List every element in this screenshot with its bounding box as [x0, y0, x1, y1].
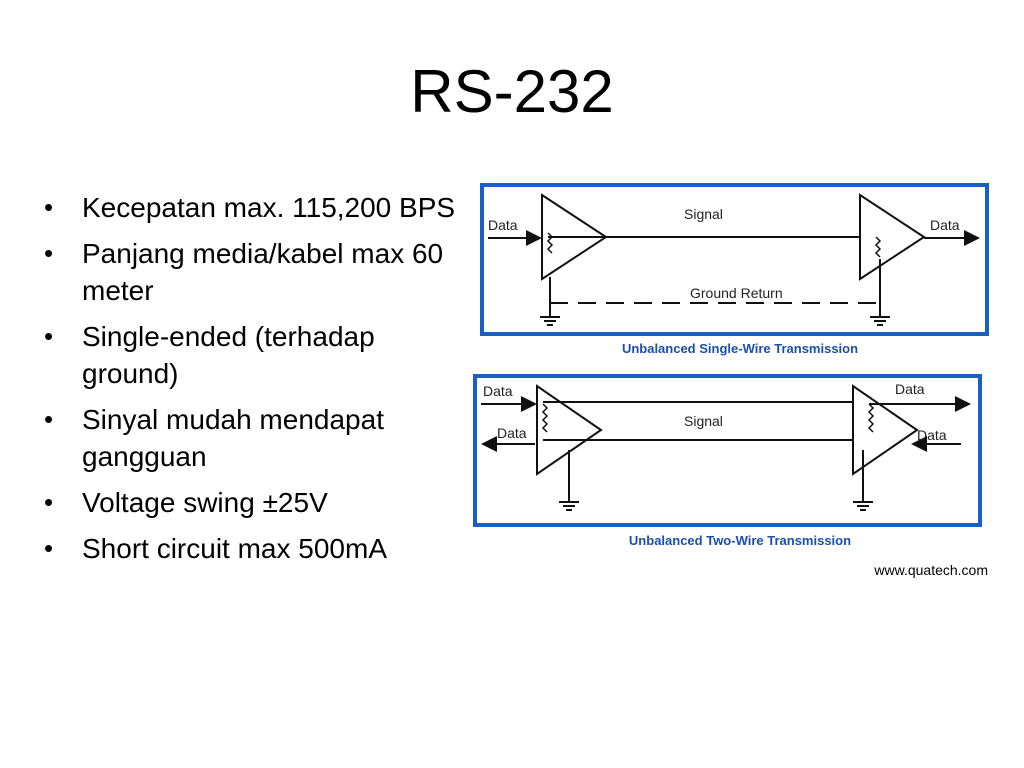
signal-label: Signal — [684, 206, 723, 222]
data-left-bottom-label: Data — [497, 425, 527, 441]
bullet-item: • Kecepatan max. 115,200 BPS — [42, 189, 462, 226]
source-credit: www.quatech.com — [874, 562, 988, 578]
bullet-item: • Sinyal mudah mendapat gangguan — [42, 401, 462, 475]
receiver-resistor-icon — [874, 236, 882, 258]
single-wire-schematic: Data Signal Data Ground Return — [488, 193, 980, 326]
bullet-text: Short circuit max 500mA — [82, 533, 387, 564]
bullet-list: • Kecepatan max. 115,200 BPS • Panjang med… — [42, 189, 462, 576]
bullet-icon: • — [44, 321, 54, 351]
data-right-bottom-label: Data — [917, 427, 947, 443]
data-in-label: Data — [488, 217, 518, 233]
ground-left-icon — [559, 501, 579, 511]
ground-right-icon — [870, 316, 890, 326]
bullet-item: • Panjang media/kabel max 60 meter — [42, 235, 462, 309]
bullet-item: • Short circuit max 500mA — [42, 530, 462, 567]
single-wire-caption: Unbalanced Single-Wire Transmission — [621, 341, 859, 356]
bullet-text: Panjang media/kabel max 60 meter — [82, 238, 444, 306]
data-left-top-label: Data — [483, 383, 513, 399]
bullet-item: • Voltage swing ±25V — [42, 484, 462, 521]
bullet-item: • Single-ended (terhadap ground) — [42, 318, 462, 392]
slide-title: RS-232 — [410, 58, 614, 125]
right-resistor-icon — [867, 403, 875, 433]
two-wire-schematic: Data Data Signal Data Data — [481, 381, 971, 511]
bullet-icon: • — [44, 404, 54, 434]
bullet-icon: • — [44, 192, 54, 222]
bullet-text: Single-ended (terhadap ground) — [82, 321, 375, 389]
data-right-top-label: Data — [895, 381, 925, 397]
bullet-text: Kecepatan max. 115,200 BPS — [82, 192, 456, 223]
ground-left-icon — [540, 316, 560, 326]
receiver-triangle-icon — [859, 193, 926, 281]
bullet-icon: • — [44, 533, 54, 563]
left-resistor-icon — [541, 403, 549, 433]
two-wire-diagram: Data Data Signal Data Data — [473, 374, 982, 527]
data-out-label: Data — [930, 217, 960, 233]
signal-label: Signal — [684, 413, 723, 429]
two-wire-caption: Unbalanced Two-Wire Transmission — [628, 533, 852, 548]
bullet-text: Sinyal mudah mendapat gangguan — [82, 404, 384, 472]
right-transceiver-icon — [852, 384, 919, 476]
bullet-icon: • — [44, 487, 54, 517]
bullet-icon: • — [44, 238, 54, 268]
ground-return-label: Ground Return — [690, 285, 783, 301]
single-wire-diagram: Data Signal Data Ground Return — [480, 183, 989, 336]
ground-right-icon — [853, 501, 873, 511]
bullet-text: Voltage swing ±25V — [82, 487, 328, 518]
